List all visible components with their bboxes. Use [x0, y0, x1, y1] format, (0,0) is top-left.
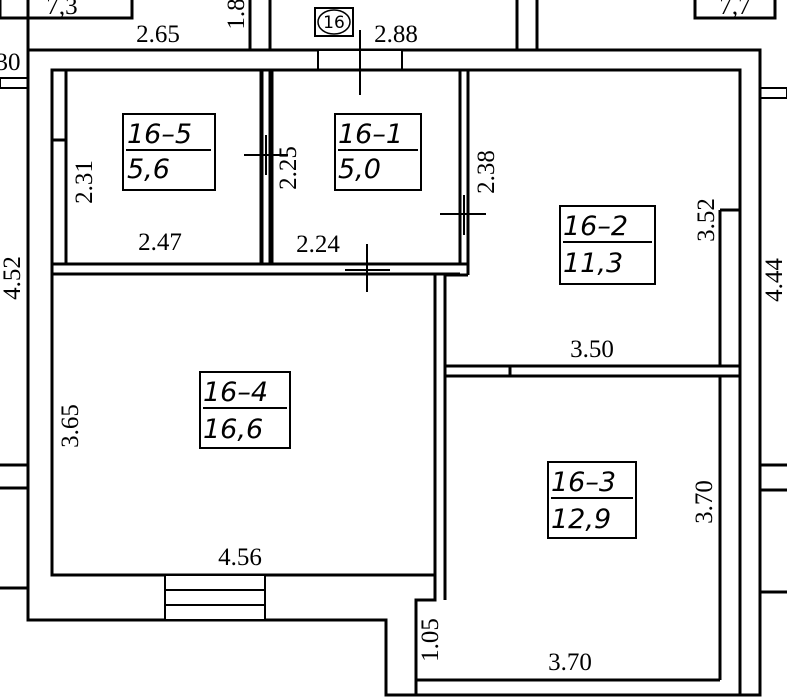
dim-top-entry: 2.88: [374, 21, 418, 48]
dim-outer-right: 4.44: [761, 258, 787, 302]
door-marks: [244, 135, 486, 292]
room-area: 5,0: [338, 154, 381, 185]
dim-top-partial: 1.8: [223, 0, 250, 30]
room-id: 16–3: [551, 467, 616, 498]
room-area: 16,6: [203, 414, 263, 445]
room-16-1: 16–1 5,0: [334, 113, 422, 191]
room-16-3: 16–3 12,9: [547, 461, 637, 539]
apartment-number: 16: [323, 13, 345, 33]
room-area: 12,9: [551, 504, 611, 535]
room-area: 11,3: [563, 248, 623, 279]
entry-door: [317, 30, 403, 95]
neighbor-units: [0, 0, 787, 594]
neighbor-label-right: 7,7: [719, 0, 750, 20]
dim-top-left: 2.65: [136, 21, 180, 48]
partitions: [50, 68, 740, 682]
dim-room2-width: 3.50: [570, 336, 614, 363]
dim-room1-height: 2.25: [275, 146, 302, 190]
room-16-4: 16–4 16,6: [199, 371, 291, 449]
room-area: 5,6: [127, 154, 170, 185]
room-id: 16–5: [127, 119, 192, 150]
room-id: 16–2: [563, 211, 628, 242]
dim-room1-width: 2.24: [296, 231, 340, 258]
dim-left-partial: 30: [0, 49, 21, 76]
dim-room4-width: 4.56: [218, 544, 262, 571]
room-16-5: 16–5 5,6: [122, 113, 216, 191]
dim-room5-height: 2.31: [71, 160, 98, 204]
dim-room3-width: 3.70: [548, 649, 592, 676]
dim-room4-height: 3.65: [57, 404, 84, 448]
apartment-number-oval: [317, 9, 351, 35]
room-id: 16–1: [338, 119, 403, 150]
room-id: 16–4: [203, 377, 268, 408]
neighbor-label-left: 7,3: [46, 0, 77, 20]
dim-room2-height: 3.52: [693, 198, 720, 242]
room-16-2: 16–2 11,3: [559, 205, 656, 285]
balcony-door: [164, 574, 266, 621]
dim-room3-height: 3.70: [691, 480, 718, 524]
dim-room3-step: 1.05: [417, 618, 444, 662]
dim-room5-width: 2.47: [138, 229, 182, 256]
dim-outer-left: 4.52: [0, 256, 26, 300]
dim-room1-right: 2.38: [473, 150, 500, 194]
apartment-number-frame: [314, 7, 354, 37]
